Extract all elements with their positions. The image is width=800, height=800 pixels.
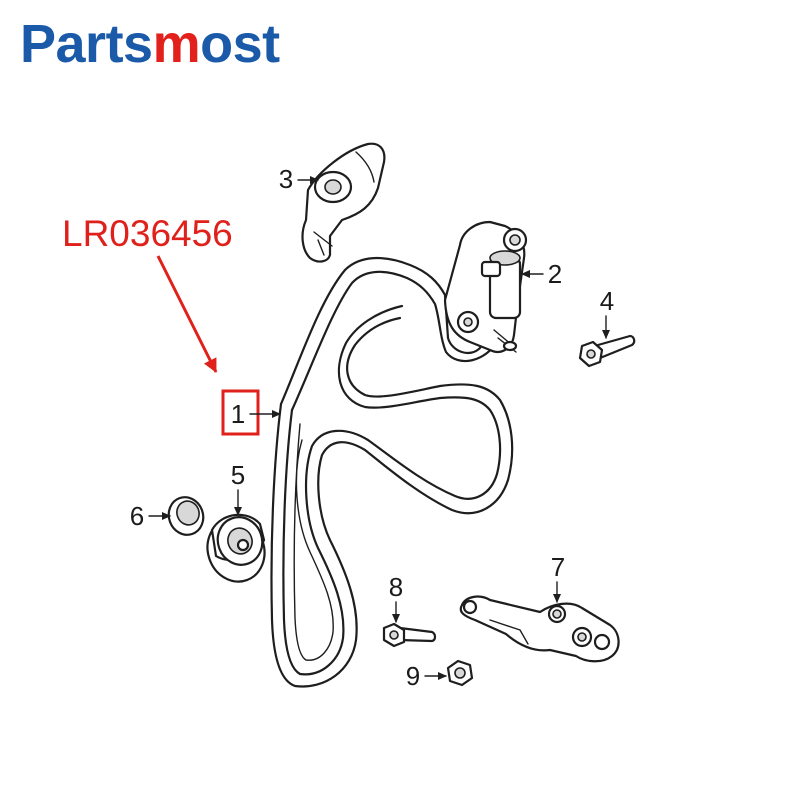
callout-5: 5 [231, 460, 245, 490]
brand-logo-part1: Parts [20, 14, 153, 74]
idler-pulley [206, 513, 266, 583]
callout-3: 3 [279, 164, 293, 194]
pulley-cap [167, 496, 205, 536]
callout-1: 1 [231, 399, 245, 429]
callout-4: 4 [600, 286, 614, 316]
brand-logo-part3: ost [200, 14, 280, 74]
bolt-4 [578, 334, 636, 368]
callout-7: 7 [551, 552, 565, 582]
nut-9 [446, 659, 474, 687]
callout-2: 2 [548, 259, 562, 289]
brand-logo-part2: m [152, 14, 201, 74]
callout-8: 8 [389, 572, 403, 602]
part-number-highlight-box [221, 389, 260, 436]
callout-6: 6 [130, 501, 144, 531]
bolt-8 [382, 622, 437, 648]
idler-bracket [301, 142, 386, 263]
part-number-arrow [156, 255, 218, 373]
belt-tensioner [443, 220, 528, 353]
callout-9: 9 [406, 661, 420, 691]
part-number-label: LR036456 [62, 213, 233, 254]
mounting-bracket [459, 595, 620, 663]
brand-logo: Partsmost [20, 12, 280, 76]
